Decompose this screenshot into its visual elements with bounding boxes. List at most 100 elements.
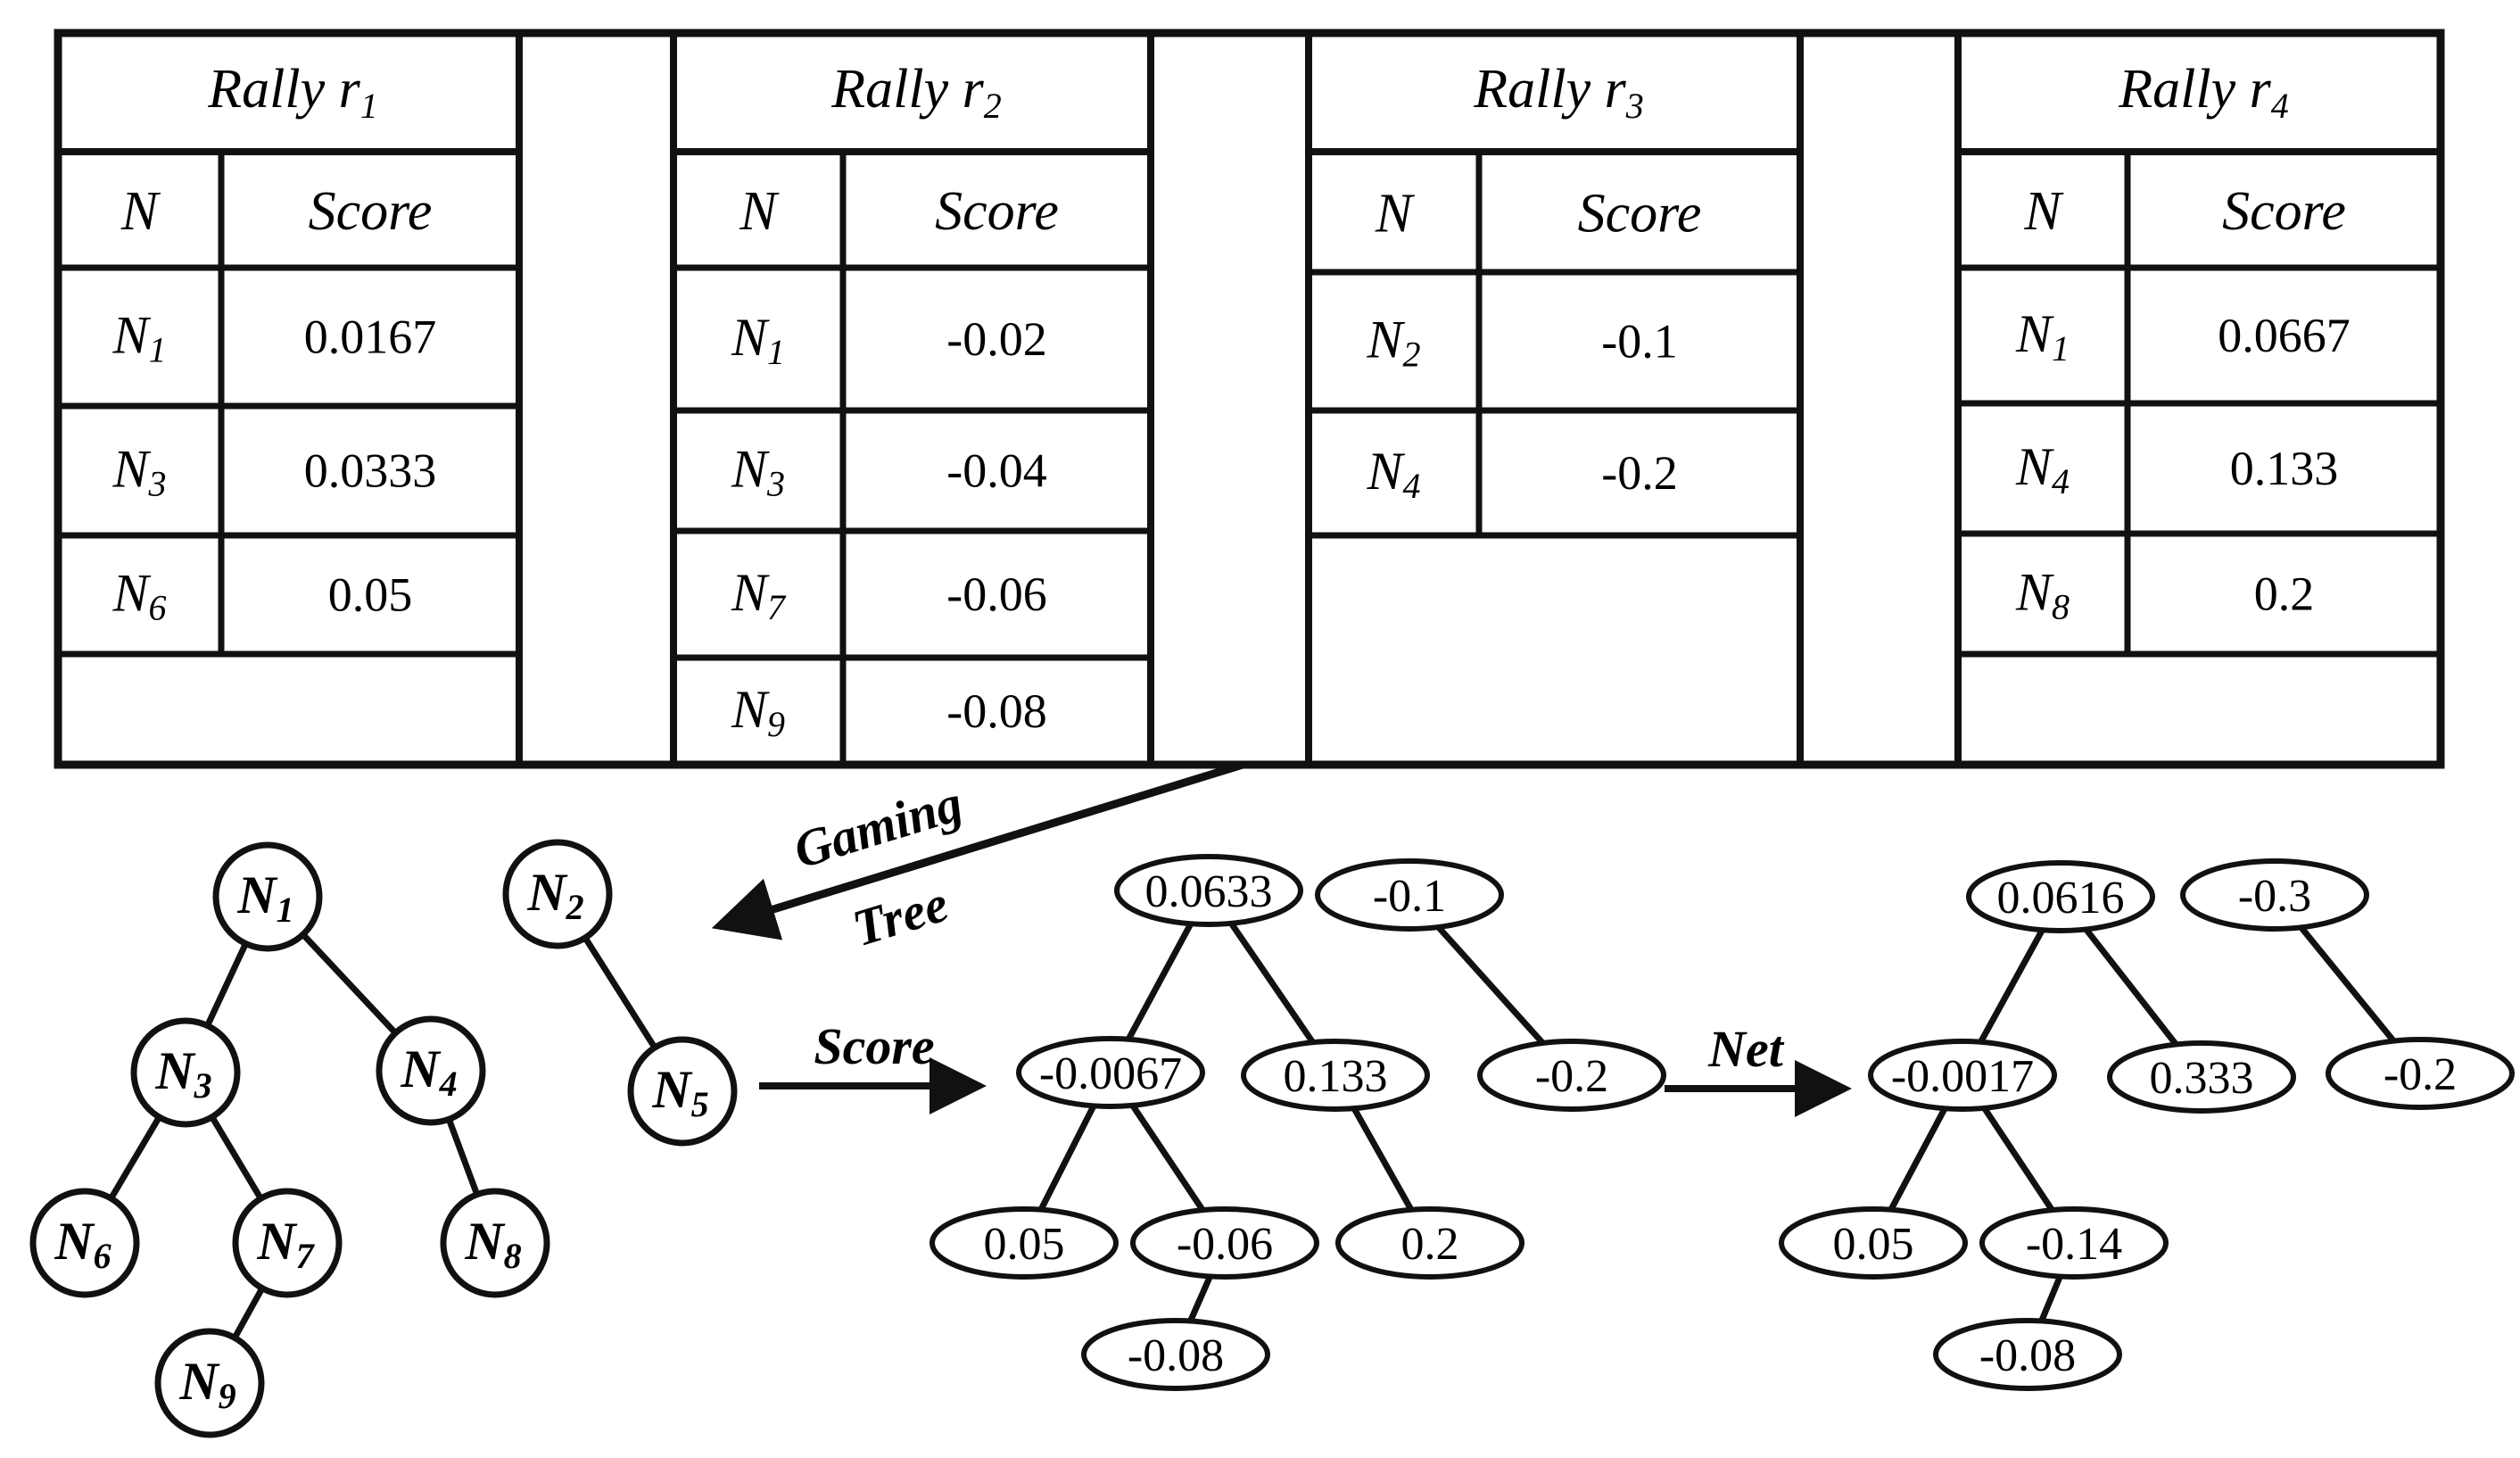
tree-edge xyxy=(1037,1101,1098,1214)
score-value: -0.02 xyxy=(946,312,1046,366)
node-label: N9 xyxy=(178,1352,235,1416)
tree-node: N2 xyxy=(502,839,613,949)
node-value: -0.08 xyxy=(1128,1330,1224,1381)
node-label: N1 xyxy=(112,306,166,370)
tree-node: -0.0017 xyxy=(1868,1039,2057,1112)
tree-edge xyxy=(202,939,251,1031)
tables-frame xyxy=(54,29,2445,769)
node-ellipse xyxy=(1130,1206,1319,1280)
tree-node: -0.3 xyxy=(2180,858,2369,932)
tree-node: -0.14 xyxy=(1979,1206,2169,1280)
column-header-score: Score xyxy=(2222,181,2346,242)
tree-node: 0.05 xyxy=(930,1206,1119,1280)
node-value: 0.133 xyxy=(1284,1051,1388,1102)
score-value: -0.04 xyxy=(946,444,1046,498)
node-label: N9 xyxy=(731,680,785,744)
node-label: N4 xyxy=(2015,437,2070,501)
node-ellipse xyxy=(1868,1039,2057,1112)
tree-edge xyxy=(2081,924,2181,1049)
tree-node: 0.05 xyxy=(1779,1206,1968,1280)
node-value: -0.2 xyxy=(1535,1051,1608,1102)
node-label: N6 xyxy=(112,564,166,628)
tree-node: 0.133 xyxy=(1241,1039,1430,1112)
node-value: -0.06 xyxy=(1177,1219,1273,1270)
node-label: N2 xyxy=(526,863,583,927)
score-value: 0.0667 xyxy=(2218,309,2351,362)
node-value: -0.08 xyxy=(1979,1330,2076,1381)
node-value: 0.05 xyxy=(984,1219,1065,1270)
tree-node: 0.333 xyxy=(2107,1040,2296,1114)
node-label: N5 xyxy=(651,1060,708,1124)
node-ellipse xyxy=(2326,1037,2515,1110)
node-circle xyxy=(440,1188,550,1298)
tree-node: -0.08 xyxy=(1081,1318,1270,1391)
column-header-n: N xyxy=(1375,184,1416,244)
column-header-n: N xyxy=(739,181,780,242)
node-value: 0.0616 xyxy=(1997,873,2125,924)
score-value: -0.1 xyxy=(1601,315,1677,369)
tree-edge xyxy=(1227,918,1318,1048)
tree-edge xyxy=(444,1114,482,1199)
column-header-n: N xyxy=(2023,181,2064,242)
tree-node: N1 xyxy=(212,841,323,952)
tree-node: -0.1 xyxy=(1315,858,1504,932)
node-ellipse xyxy=(1016,1036,1205,1109)
score-value: 0.0167 xyxy=(304,311,437,364)
node-label: N4 xyxy=(1366,442,1420,506)
tree-node: N8 xyxy=(440,1188,550,1298)
tree-edge xyxy=(230,1283,267,1343)
node-label: N7 xyxy=(256,1212,315,1276)
node-label: N1 xyxy=(731,308,785,372)
rally-title: Rally r1 xyxy=(207,59,377,126)
tree-node: N5 xyxy=(627,1036,738,1147)
node-ellipse xyxy=(1241,1039,1430,1112)
tree-node: N4 xyxy=(376,1015,486,1126)
tree-node: 0.2 xyxy=(1335,1206,1524,1280)
node-value: -0.0017 xyxy=(1891,1051,2034,1102)
node-value: -0.1 xyxy=(1373,871,1446,922)
tree-edge xyxy=(1434,923,1548,1048)
tree-edge xyxy=(1979,1104,2057,1214)
node-ellipse xyxy=(2180,858,2369,932)
tree-node: N9 xyxy=(154,1328,265,1438)
node-label: N4 xyxy=(400,1040,457,1104)
node-ellipse xyxy=(1477,1039,1666,1112)
score-value: -0.06 xyxy=(946,567,1046,621)
node-value: 0.333 xyxy=(2150,1053,2254,1104)
node-label: N1 xyxy=(2015,304,2070,369)
score-value: 0.2 xyxy=(2254,567,2315,621)
tree-node: 0.0616 xyxy=(1966,860,2155,933)
score-value: -0.2 xyxy=(1601,446,1677,500)
node-value: -0.0067 xyxy=(1039,1048,1182,1099)
node-ellipse xyxy=(1114,854,1303,927)
tree-node: -0.06 xyxy=(1130,1206,1319,1280)
tree-edge xyxy=(2296,923,2399,1046)
tree-node: N6 xyxy=(29,1188,140,1298)
rally-title: Rally r2 xyxy=(830,59,1001,126)
node-label: N2 xyxy=(1366,311,1420,375)
tree-node: -0.08 xyxy=(1933,1318,2122,1391)
node-circle xyxy=(212,841,323,952)
node-value: -0.14 xyxy=(2026,1219,2122,1270)
column-header-n: N xyxy=(120,181,161,242)
node-label: N3 xyxy=(154,1041,211,1106)
tree-node: -0.0067 xyxy=(1016,1036,1205,1109)
node-value: 0.05 xyxy=(1833,1219,1914,1270)
tree-node: -0.2 xyxy=(2326,1037,2515,1110)
tree-edge xyxy=(1124,919,1195,1044)
node-ellipse xyxy=(1081,1318,1270,1391)
node-ellipse xyxy=(1335,1206,1524,1280)
tree-edge xyxy=(1350,1104,1416,1214)
node-circle xyxy=(130,1017,241,1128)
tree-node: N3 xyxy=(130,1017,241,1128)
node-circle xyxy=(502,839,613,949)
score-value: 0.05 xyxy=(328,568,413,622)
arrow-label-gaming: Gaming xyxy=(787,774,969,880)
node-value: -0.2 xyxy=(2384,1049,2457,1100)
rally-title: Rally r3 xyxy=(1473,59,1643,126)
